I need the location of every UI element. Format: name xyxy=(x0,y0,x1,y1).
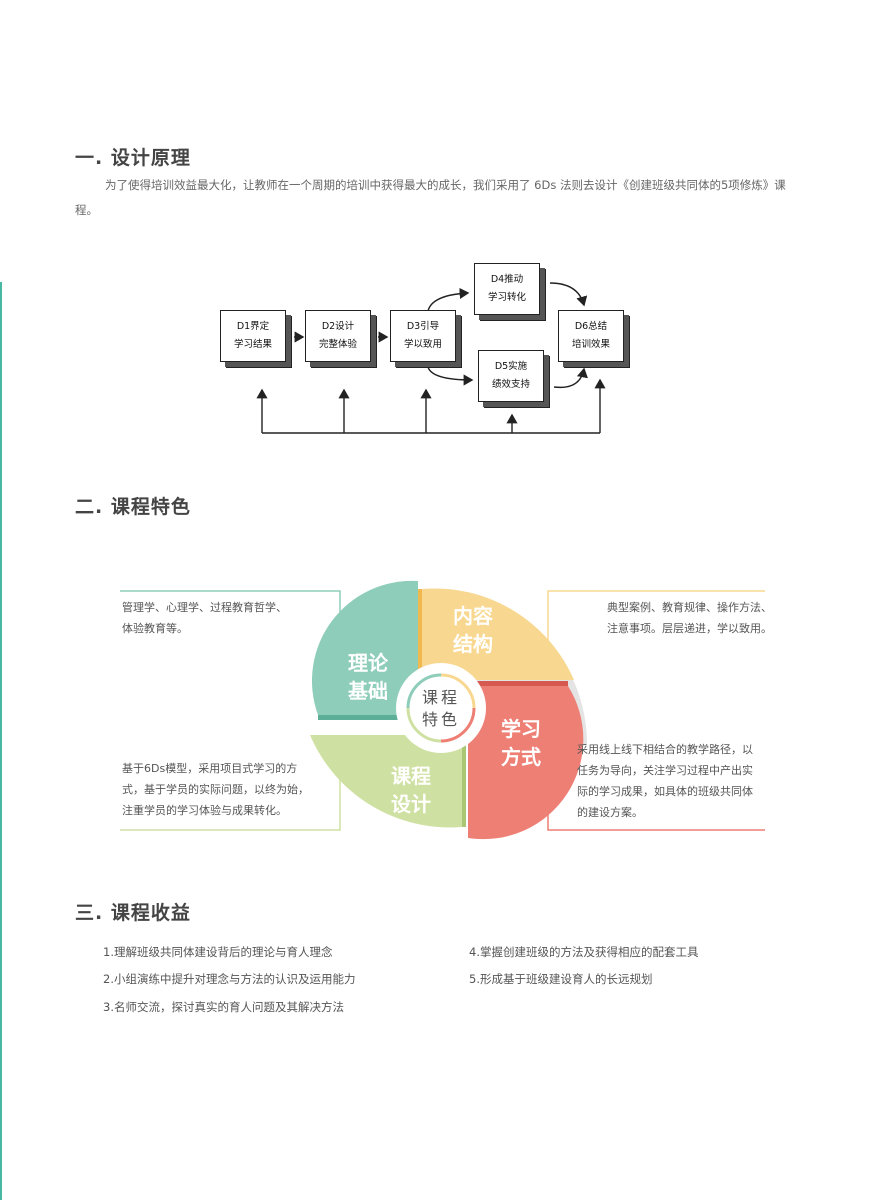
content-label: 内容 结构 xyxy=(438,602,508,658)
center-label-line2: 特色 xyxy=(421,710,460,729)
method-label-line1: 学习 xyxy=(501,717,541,741)
method-label-line2: 方式 xyxy=(501,745,541,769)
content-text-line2: 注意事项。层层递进，学以致用。 xyxy=(607,622,772,635)
method-text: 采用线上线下相结合的教学路径，以 任务为导向，关注学习过程中产出实 际的学习成果… xyxy=(577,739,753,823)
section-title-course-features: 二. 课程特色 xyxy=(75,496,191,518)
design-label-line2: 设计 xyxy=(391,792,431,816)
benefit-item-3: 3.名师交流，探讨真实的育人问题及其解决方法 xyxy=(103,1000,344,1014)
flow-box-d6-title: D6总结 xyxy=(574,321,608,332)
flow-box-d2: D2设计 完整体验 xyxy=(305,310,371,362)
design-label-line1: 课程 xyxy=(391,764,431,788)
design-quadrant xyxy=(310,735,462,828)
features-shapes xyxy=(120,580,765,840)
method-text-line3: 际的学习成果，如具体的班级共同体 xyxy=(577,785,753,798)
design-text-line1: 基于6Ds模型，采用项目式学习的方 xyxy=(122,762,298,775)
flow-box-d2-sub: 完整体验 xyxy=(318,339,357,350)
center-label: 课程 特色 xyxy=(411,687,471,731)
theory-text: 管理学、心理学、过程教育哲学、 体验教育等。 xyxy=(122,597,287,639)
theory-label-line1: 理论 xyxy=(348,651,388,675)
method-text-line1: 采用线上线下相结合的教学路径，以 xyxy=(577,743,753,756)
flow-box-d1-title: D1界定 xyxy=(236,321,270,332)
theory-label: 理论 基础 xyxy=(333,649,403,705)
content-text-line1: 典型案例、教育规律、操作方法、 xyxy=(607,601,772,614)
flow-box-d1-sub: 学习结果 xyxy=(233,339,272,350)
theory-label-line2: 基础 xyxy=(348,679,388,703)
flow-box-d4-sub: 学习转化 xyxy=(487,292,526,303)
theory-text-line2: 体验教育等。 xyxy=(122,622,188,635)
flow-box-d5-title: D5实施 xyxy=(494,361,528,372)
content-text: 典型案例、教育规律、操作方法、 注意事项。层层递进，学以致用。 xyxy=(607,597,772,639)
flow-box-d3: D3引导 学以致用 xyxy=(390,310,456,362)
flow-box-d5: D5实施 绩效支持 xyxy=(478,350,544,402)
sixds-flow-diagram: D1界定 学习结果 D2设计 完整体验 D3引导 学以致用 D4推动 学习转化 … xyxy=(210,255,640,440)
design-text-line2: 式，基于学员的实际问题，以终为始， xyxy=(122,783,309,796)
benefit-item-1: 1.理解班级共同体建设背后的理论与育人理念 xyxy=(103,945,333,959)
flow-box-d3-title: D3引导 xyxy=(406,321,440,332)
design-label: 课程 设计 xyxy=(376,762,446,818)
content-quadrant xyxy=(422,588,574,680)
design-text: 基于6Ds模型，采用项目式学习的方 式，基于学员的实际问题，以终为始， 注重学员… xyxy=(122,758,309,821)
benefit-item-4: 4.掌握创建班级的方法及获得相应的配套工具 xyxy=(469,945,699,959)
course-features-diagram: 课程 特色 理论 基础 内容 结构 学习 方式 课程 设计 管理学、心理学、过程… xyxy=(110,575,790,845)
flow-connectors xyxy=(256,282,606,434)
method-text-line4: 的建设方案。 xyxy=(577,806,643,819)
flow-box-d6-sub: 培训效果 xyxy=(571,339,610,350)
benefit-item-2: 2.小组演练中提升对理念与方法的认识及运用能力 xyxy=(103,972,356,986)
theory-text-line1: 管理学、心理学、过程教育哲学、 xyxy=(122,601,287,614)
benefit-item-5: 5.形成基于班级建设育人的长远规划 xyxy=(469,972,653,986)
flow-box-d4-title: D4推动 xyxy=(490,274,524,285)
flow-box-d6: D6总结 培训效果 xyxy=(558,310,624,362)
section-paragraph: 为了使得培训效益最大化，让教师在一个周期的培训中获得最大的成长，我们采用了 6D… xyxy=(75,178,786,217)
flow-box-d5-sub: 绩效支持 xyxy=(491,379,530,390)
flow-box-d4: D4推动 学习转化 xyxy=(474,263,540,315)
left-accent-rule xyxy=(0,282,2,1200)
design-text-line3: 注重学员的学习体验与成果转化。 xyxy=(122,804,287,817)
method-quadrant xyxy=(468,686,584,840)
method-text-line2: 任务为导向，关注学习过程中产出实 xyxy=(577,764,753,777)
flow-box-d1: D1界定 学习结果 xyxy=(220,310,286,362)
content-label-line1: 内容 xyxy=(453,604,493,628)
method-label: 学习 方式 xyxy=(486,715,556,771)
content-label-line2: 结构 xyxy=(453,632,493,656)
section-title-design-principle: 一. 设计原理 xyxy=(75,147,191,169)
flow-box-d2-title: D2设计 xyxy=(321,321,355,332)
center-label-line1: 课程 xyxy=(421,688,460,707)
flow-box-d3-sub: 学以致用 xyxy=(403,339,442,350)
section-title-course-benefits: 三. 课程收益 xyxy=(75,902,191,924)
theory-quadrant xyxy=(311,580,418,715)
